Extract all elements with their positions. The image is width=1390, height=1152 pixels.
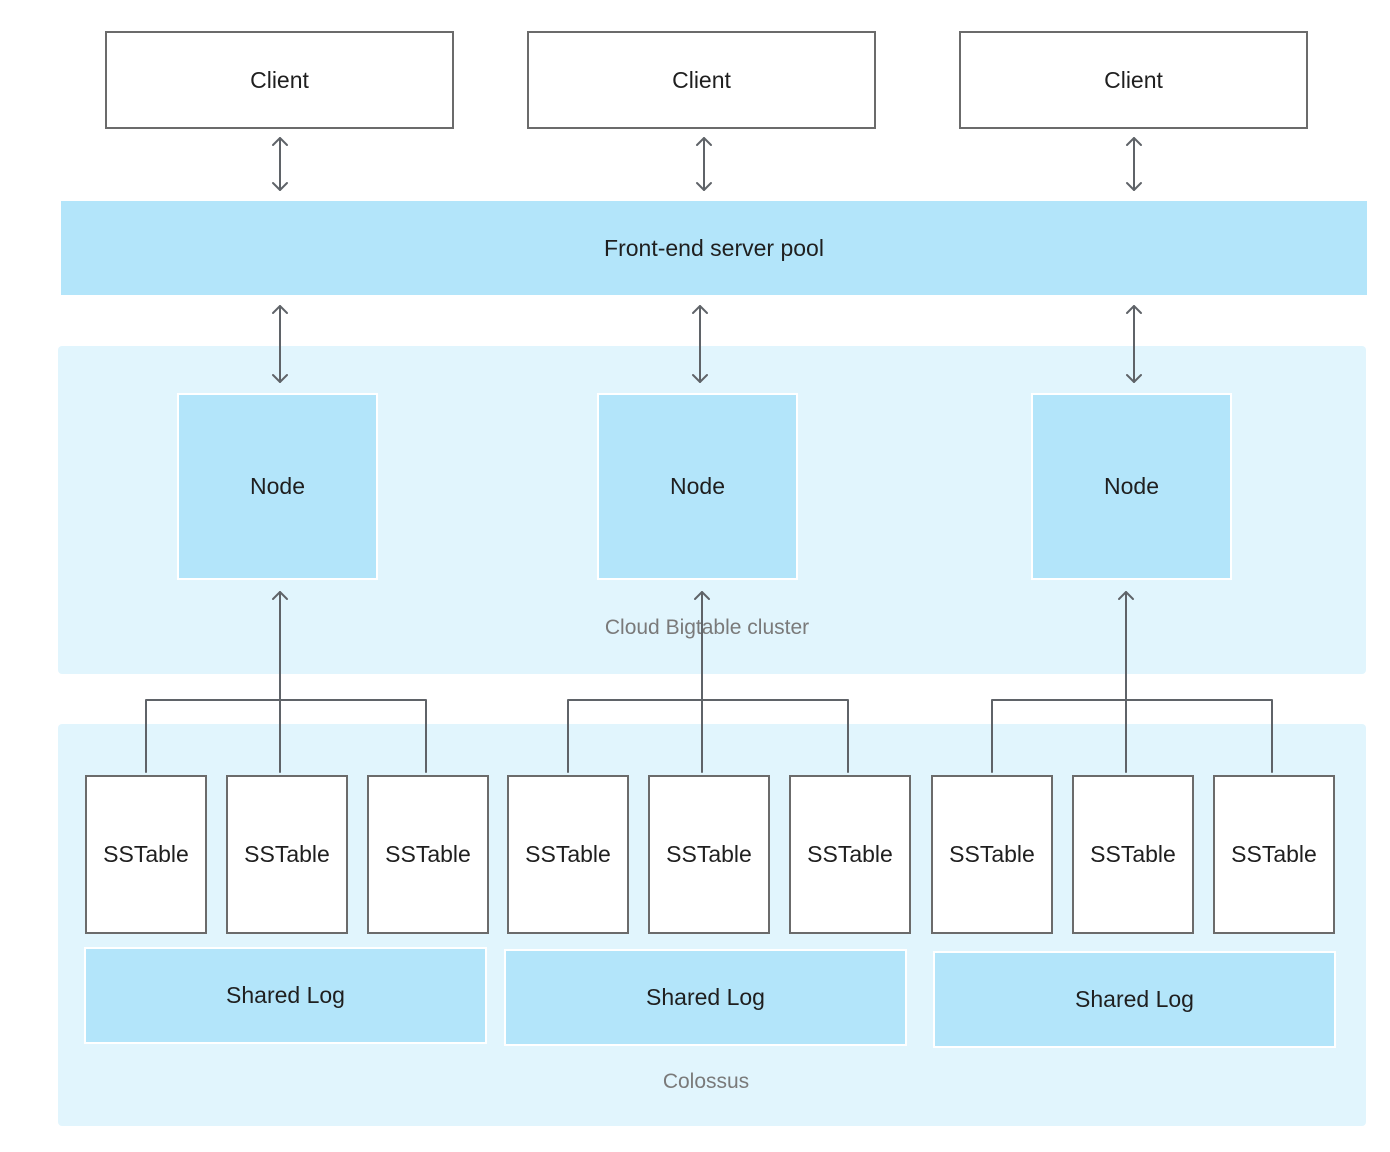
node-label: Node [250, 473, 305, 499]
sstable-box: SSTable [1213, 775, 1335, 934]
client-label: Client [672, 66, 731, 93]
cluster-label: Cloud Bigtable cluster [500, 612, 914, 644]
sstable-box: SSTable [1072, 775, 1194, 934]
client-frontend-arrow [1126, 137, 1142, 191]
shared-log-label: Shared Log [1075, 986, 1194, 1012]
sstable-label: SSTable [666, 841, 752, 867]
colossus-label: Colossus [556, 1066, 856, 1098]
shared-log-box: Shared Log [504, 949, 907, 1046]
frontend-server-pool: Front-end server pool [61, 201, 1367, 295]
sstable-box: SSTable [367, 775, 489, 934]
sstable-box: SSTable [648, 775, 770, 934]
sstable-label: SSTable [1231, 841, 1317, 867]
sstable-box: SSTable [507, 775, 629, 934]
shared-log-box: Shared Log [84, 947, 487, 1044]
shared-log-label: Shared Log [226, 982, 345, 1008]
client-label: Client [1104, 66, 1163, 93]
sstable-box: SSTable [789, 775, 911, 934]
sstable-label: SSTable [949, 841, 1035, 867]
sstable-label: SSTable [807, 841, 893, 867]
sstable-box: SSTable [85, 775, 207, 934]
client-frontend-arrow [696, 137, 712, 191]
sstable-box: SSTable [226, 775, 348, 934]
cluster-label-text: Cloud Bigtable cluster [604, 616, 810, 639]
client-frontend-arrow [272, 137, 288, 191]
client-label: Client [250, 66, 309, 93]
sstable-label: SSTable [385, 841, 471, 867]
sstable-label: SSTable [1090, 841, 1176, 867]
node-label: Node [1104, 473, 1159, 499]
node-label: Node [670, 473, 725, 499]
sstable-label: SSTable [103, 841, 189, 867]
sstable-label: SSTable [525, 841, 611, 867]
colossus-label-text: Colossus [662, 1070, 750, 1093]
sstable-label: SSTable [244, 841, 330, 867]
node-box: Node [177, 393, 378, 580]
client-box: Client [527, 31, 876, 129]
node-box: Node [597, 393, 798, 580]
client-box: Client [105, 31, 454, 129]
client-box: Client [959, 31, 1308, 129]
shared-log-label: Shared Log [646, 984, 765, 1010]
sstable-box: SSTable [931, 775, 1053, 934]
shared-log-box: Shared Log [933, 951, 1336, 1048]
frontend-label: Front-end server pool [604, 234, 824, 261]
node-box: Node [1031, 393, 1232, 580]
